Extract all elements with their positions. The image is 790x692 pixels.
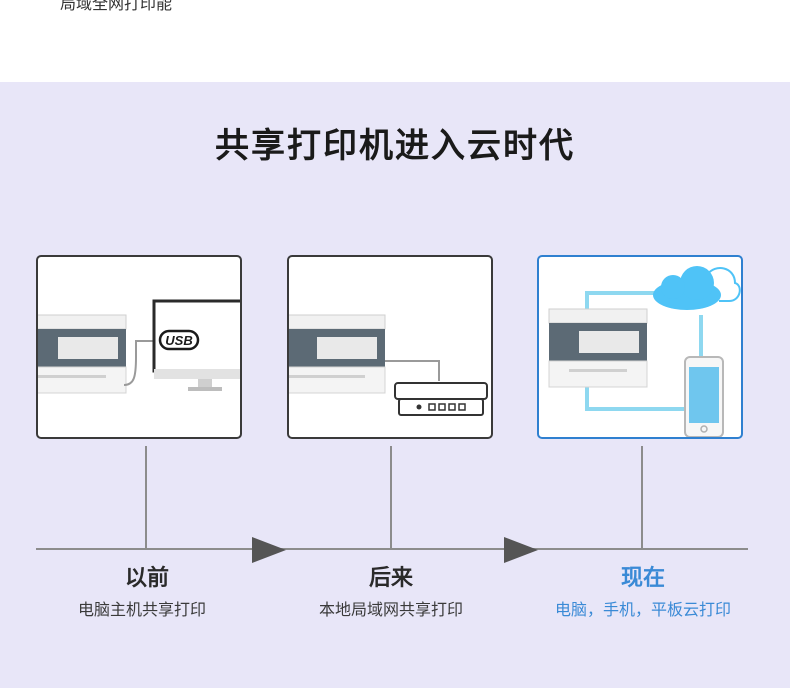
phone-icon <box>684 356 724 437</box>
stage-label-before: 以前 <box>124 566 169 591</box>
usb-badge-text: USB <box>165 333 192 348</box>
stage-sub-now: 电脑，手机，平板云打印 <box>554 600 731 619</box>
card-before: USB <box>36 255 242 439</box>
printer-icon <box>38 314 127 394</box>
page-title: 共享打印机进入云时代 <box>215 126 575 166</box>
printer-icon <box>548 308 648 388</box>
printer-icon <box>289 314 386 394</box>
cloud-icon <box>653 266 741 310</box>
stage-label-later: 后来 <box>368 566 413 591</box>
cut-off-text: 局域全网打印能 <box>60 0 173 13</box>
connector-before <box>145 446 147 550</box>
connector-now <box>641 446 643 550</box>
connector-later <box>390 446 392 550</box>
cloud-printer-illustration <box>548 266 741 437</box>
card-later <box>287 255 493 439</box>
stage-label-now: 现在 <box>620 566 665 591</box>
timeline-arrow-icon <box>504 537 538 563</box>
top-strip: 局域全网打印能 <box>0 0 790 82</box>
usb-icon: USB <box>158 329 200 351</box>
timeline-arrow-icon <box>252 537 286 563</box>
card-now <box>537 255 743 439</box>
stage-sub-later: 本地局域网共享打印 <box>318 600 463 619</box>
router-icon <box>394 382 488 416</box>
usb-printer-illustration: USB <box>38 299 240 394</box>
timeline-line <box>36 548 748 550</box>
lan-printer-illustration <box>289 314 488 416</box>
stage-sub-before: 电脑主机共享打印 <box>77 600 206 619</box>
